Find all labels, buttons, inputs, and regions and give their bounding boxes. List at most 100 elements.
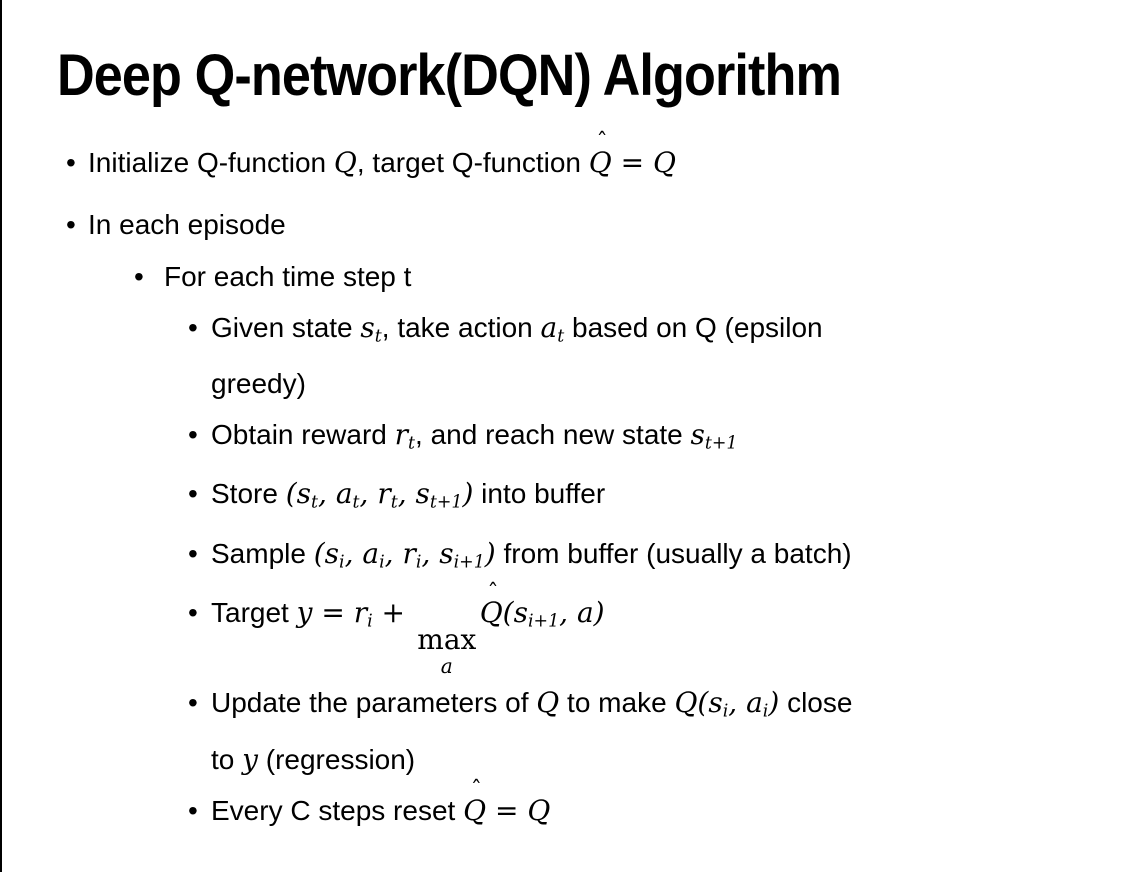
math-subscripted: rt xyxy=(377,477,398,513)
math-variable: a xyxy=(576,596,594,630)
math-variable: , xyxy=(397,477,416,511)
math-subscripted: si xyxy=(708,686,729,722)
list-item: • Store (st, at, rt, st+1) into buffer xyxy=(2,470,1124,526)
math-variable: , xyxy=(344,536,363,570)
math-variable: , xyxy=(421,536,440,570)
math-variable: ) xyxy=(462,477,474,511)
math-subscripted: st xyxy=(296,477,318,513)
math-subscripted: at xyxy=(335,477,360,513)
math-variable: Q xyxy=(333,145,357,179)
list-item: • Obtain reward rt, and reach new state s… xyxy=(2,411,1124,467)
text-segment: Target xyxy=(211,597,297,629)
text-segment: , take action xyxy=(381,311,541,343)
list-item: • In each episode xyxy=(2,201,1124,249)
math-operator: = xyxy=(312,596,354,630)
text-segment: For each time step t xyxy=(164,260,412,292)
math-variable: y xyxy=(296,596,313,630)
math-subscripted: si+1 xyxy=(513,596,560,632)
math-variable: ( xyxy=(313,536,325,570)
bullet-icon: • xyxy=(188,478,198,510)
math-subscripted: rt xyxy=(394,418,416,454)
math-variable: ( xyxy=(285,477,297,511)
math-subscripted: at xyxy=(540,310,565,347)
bullet-text: Initialize Q-function Q, target Q-functi… xyxy=(88,129,1124,187)
hat-accent-icon: ˆ xyxy=(596,129,608,156)
math-variable: ) xyxy=(484,536,496,570)
list-item: •Initialize Q-function Q, target Q-funct… xyxy=(2,129,1124,187)
text-segment: to xyxy=(211,743,243,775)
list-item: • Sample (si, ai, ri, si+1) from buffer (… xyxy=(2,530,1124,586)
math-subscripted: si+1 xyxy=(439,536,485,573)
math-variable: ) xyxy=(593,596,605,630)
math-subscripted: ai xyxy=(746,686,769,722)
hat-accent-icon: ˆ xyxy=(487,579,499,606)
bullet-icon: • xyxy=(188,687,198,719)
text-segment: (regression) xyxy=(257,743,416,775)
bullet-icon: • xyxy=(66,208,76,240)
bullet-icon: • xyxy=(188,419,198,451)
text-segment: into buffer xyxy=(473,478,606,510)
text-segment: Sample xyxy=(211,537,314,569)
list-item: • Given state st, take action at based on… xyxy=(2,304,1124,408)
math-variable: ( xyxy=(502,596,514,630)
bullet-text: For each time step t xyxy=(164,253,1124,301)
bullet-icon: • xyxy=(188,794,198,826)
bullet-icon: • xyxy=(66,146,76,178)
bullet-text: Sample (si, ai, ri, si+1) from buffer (u… xyxy=(211,530,1124,586)
math-variable: , xyxy=(728,686,747,720)
math-subscripted: st xyxy=(360,310,382,347)
text-segment: , and reach new state xyxy=(415,419,691,451)
text-segment: greedy) xyxy=(211,368,306,400)
math-variable: , xyxy=(318,477,336,511)
text-segment: Given state xyxy=(211,311,361,343)
math-variable: Q xyxy=(527,793,551,827)
bullet-list: •Initialize Q-function Q, target Q-funct… xyxy=(2,129,1124,835)
math-variable: , xyxy=(559,596,577,630)
math-subscripted: ri xyxy=(353,596,373,632)
math-variable: y xyxy=(242,742,258,776)
bullet-icon: • xyxy=(134,260,144,292)
bullet-text: Given state st, take action at based on … xyxy=(211,304,1124,408)
bullet-text: Update the parameters of Q to make Q(si,… xyxy=(211,679,1124,783)
slide-title: Deep Q-network(DQN) Algorithm xyxy=(57,43,842,108)
bullet-text: In each episode xyxy=(88,201,1124,249)
text-segment: Store xyxy=(211,478,286,510)
text-segment: Obtain reward xyxy=(211,419,395,451)
text-segment: Update the parameters of xyxy=(211,687,537,719)
text-segment: Every C steps reset xyxy=(211,794,464,826)
text-segment: based on Q (epsilon xyxy=(564,311,823,343)
math-subscripted: si xyxy=(324,536,345,573)
math-operator: = xyxy=(611,145,653,179)
math-variable: ) xyxy=(768,686,780,720)
text-segment: from buffer (usually a batch) xyxy=(495,537,852,569)
math-variable: Q xyxy=(536,686,560,720)
math-variable: ( xyxy=(697,686,709,720)
bullet-icon: • xyxy=(188,597,198,629)
math-subscripted: ai xyxy=(362,536,385,573)
list-item: •Update the parameters of Q to make Q(si… xyxy=(2,679,1124,783)
text-segment: , target Q-function xyxy=(356,146,589,178)
bullet-text: Obtain reward rt, and reach new state st… xyxy=(211,411,1124,467)
hat-accent-icon: ˆ xyxy=(470,776,483,803)
bullet-icon: • xyxy=(188,311,198,343)
text-segment: In each episode xyxy=(88,208,286,240)
math-variable: , xyxy=(359,477,378,511)
math-operator: = xyxy=(486,793,528,827)
math-variable: , xyxy=(384,536,403,570)
list-item: • For each time step t xyxy=(2,253,1124,301)
text-segment: Initialize Q-function xyxy=(88,146,334,178)
bullet-text: Store (st, at, rt, st+1) into buffer xyxy=(211,470,1124,526)
bullet-icon: • xyxy=(188,537,198,569)
math-subscripted: ri xyxy=(402,536,422,573)
text-segment: to make xyxy=(559,687,675,719)
math-variable: Q xyxy=(652,145,676,179)
